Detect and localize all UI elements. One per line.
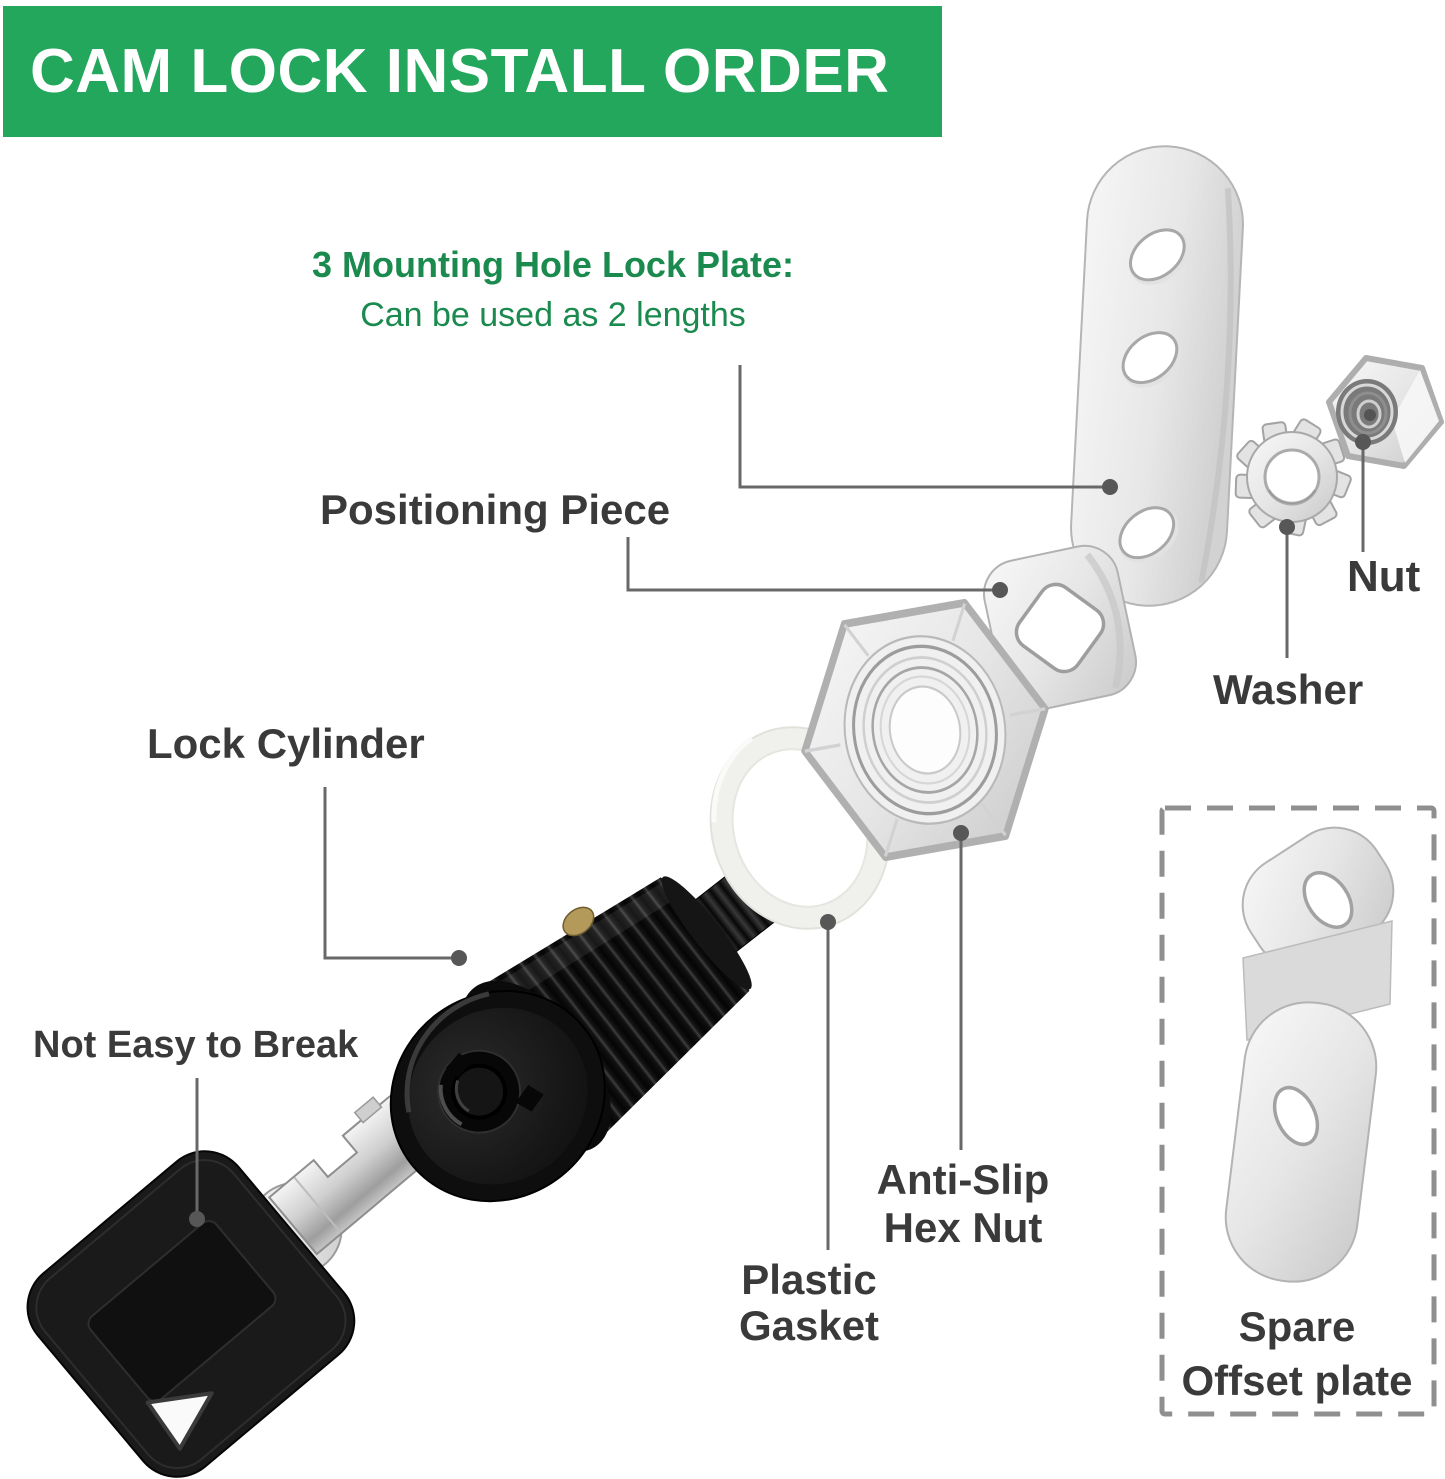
header-banner: CAM LOCK INSTALL ORDER — [3, 6, 942, 137]
banner-title: CAM LOCK INSTALL ORDER — [30, 37, 890, 106]
label-positioning-piece: Positioning Piece — [320, 486, 671, 533]
label-plastic-line1: Plastic — [741, 1256, 877, 1303]
label-not-easy-to-break: Not Easy to Break — [33, 1024, 359, 1066]
label-washer: Washer — [1213, 666, 1364, 713]
label-plastic-gasket: Plastic Gasket — [739, 1257, 879, 1349]
leader-lines — [195, 365, 1365, 1250]
offset-plate-illustration — [1224, 826, 1395, 1283]
label-anti-slip-line1: Anti-Slip — [876, 1156, 1050, 1203]
anti-slip-hex-nut-illustration — [801, 598, 1049, 862]
label-lock-cylinder: Lock Cylinder — [147, 720, 425, 767]
positioning-piece-illustration — [983, 544, 1137, 712]
key-illustration — [26, 1094, 441, 1478]
plate-subtitle-line1: 3 Mounting Hole Lock Plate: — [311, 244, 795, 285]
lock-plate-illustration — [1070, 145, 1244, 607]
label-anti-slip-line2: Hex Nut — [883, 1204, 1043, 1251]
label-spare-line2: Offset plate — [1181, 1357, 1413, 1404]
label-spare-offset-plate: Spare Offset plate — [1181, 1300, 1412, 1408]
plate-subtitle-line2: Can be used as 2 lengths — [360, 296, 746, 334]
label-spare-line1: Spare — [1238, 1303, 1356, 1350]
label-anti-slip-hex-nut: Anti-Slip Hex Nut — [877, 1156, 1050, 1252]
small-nut-illustration — [1326, 355, 1444, 469]
star-washer-illustration — [1234, 418, 1352, 537]
spare-box-dashed-border — [1159, 805, 1437, 1417]
plate-subtitle: 3 Mounting Hole Lock Plate: Can be used … — [312, 240, 794, 340]
leader-dots — [189, 434, 1371, 1227]
label-plastic-line2: Gasket — [738, 1302, 880, 1349]
label-nut: Nut — [1347, 552, 1421, 601]
